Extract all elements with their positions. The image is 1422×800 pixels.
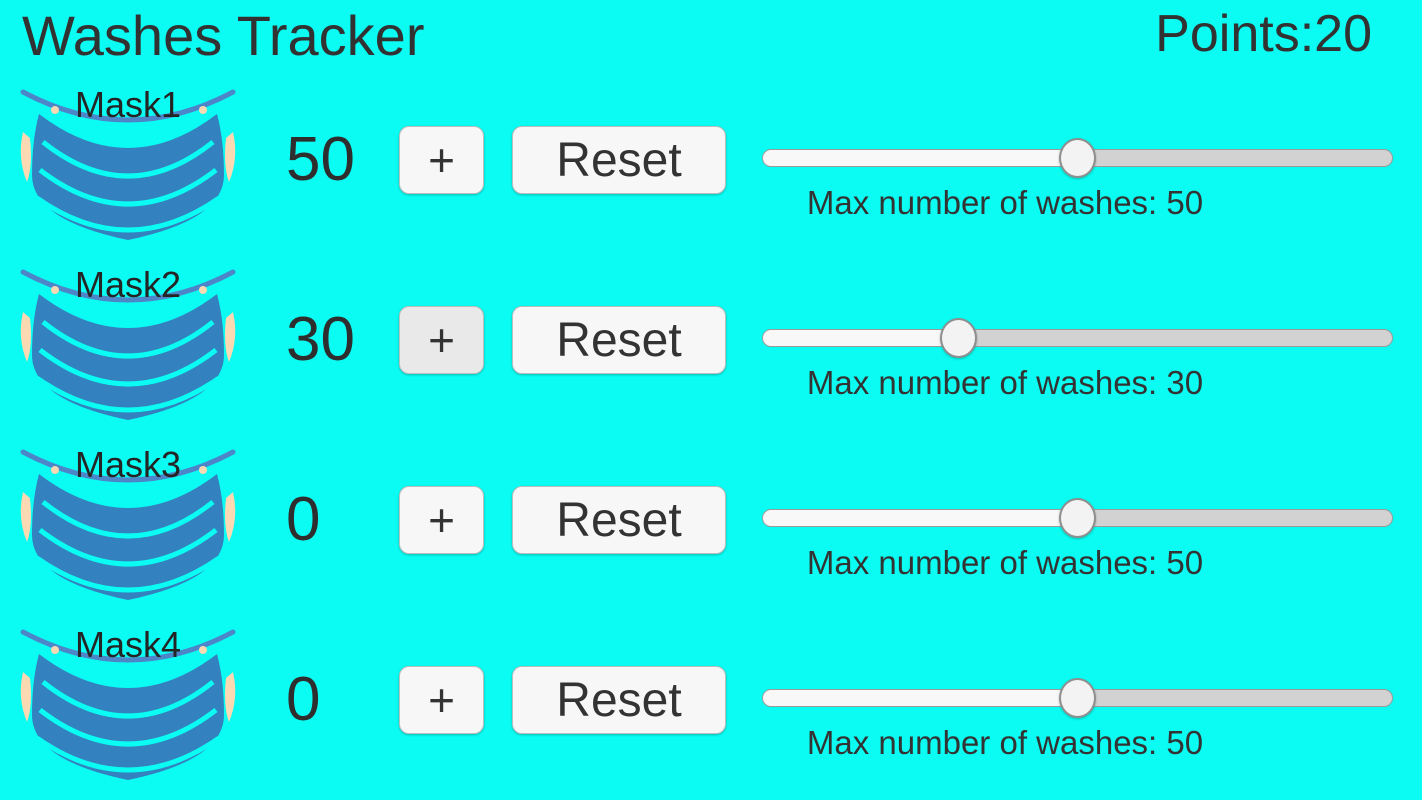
mask-strap-arc — [20, 449, 236, 483]
right-strap-dot — [199, 646, 207, 654]
mask-name-label: Mask2 — [74, 264, 182, 305]
right-ear-shape — [225, 312, 236, 362]
mask-icon: Mask4 — [12, 620, 244, 786]
pleat-line-3 — [35, 195, 221, 233]
max-washes-slider[interactable] — [762, 318, 1393, 358]
slider-thumb[interactable] — [940, 318, 978, 358]
pleat-line-1 — [41, 680, 215, 719]
left-strap-dot — [51, 466, 59, 474]
slider-thumb[interactable] — [1059, 678, 1096, 718]
mask-row: Mask3 0 + Reset Max number of washes: 50 — [0, 438, 1422, 618]
slider-fill — [763, 690, 1078, 706]
mask-strap-arc — [20, 269, 236, 303]
left-ear-shape — [20, 312, 31, 362]
max-washes-label: Max number of washes: 50 — [806, 724, 1204, 761]
slider-track[interactable] — [762, 329, 1393, 347]
face-mask-icon — [20, 269, 236, 420]
mask-name-label: Mask1 — [74, 84, 182, 125]
max-washes-label: Max number of washes: 50 — [806, 184, 1204, 221]
max-washes-slider[interactable] — [762, 498, 1393, 538]
max-washes-slider[interactable] — [762, 138, 1393, 178]
slider-fill — [763, 510, 1078, 526]
pleat-line-2 — [38, 708, 218, 747]
pleat-line-1 — [41, 140, 215, 179]
pleat-line-1 — [41, 320, 215, 359]
right-ear-shape — [225, 132, 236, 182]
pleat-line-3 — [35, 375, 221, 413]
mask-icon: Mask3 — [12, 440, 244, 606]
wash-count: 0 — [286, 485, 321, 554]
wash-count: 50 — [286, 125, 355, 194]
left-strap-dot — [51, 286, 59, 294]
pleat-line-1 — [41, 500, 215, 539]
mask-row: Mask4 0 + Reset Max number of washes: 50 — [0, 618, 1422, 798]
wash-count: 30 — [286, 305, 355, 374]
points-display: Points:20 — [1155, 4, 1372, 64]
right-ear-shape — [225, 492, 236, 542]
mask-row: Mask1 50 + Reset Max number of washes: 5… — [0, 78, 1422, 258]
pleat-line-2 — [38, 348, 218, 387]
mask-list: Mask1 50 + Reset Max number of washes: 5… — [0, 78, 1422, 798]
reset-button[interactable]: Reset — [512, 306, 726, 374]
mask-icon: Mask1 — [12, 80, 244, 246]
left-strap-dot — [51, 646, 59, 654]
left-strap-dot — [51, 106, 59, 114]
face-mask-icon — [20, 449, 236, 600]
face-mask-icon — [20, 89, 236, 240]
right-strap-dot — [199, 466, 207, 474]
pleat-line-2 — [38, 528, 218, 567]
reset-button[interactable]: Reset — [512, 666, 726, 734]
max-washes-label: Max number of washes: 30 — [806, 364, 1204, 401]
mask-strap-arc — [20, 89, 236, 123]
mask-icon: Mask2 — [12, 260, 244, 426]
mask-name-label: Mask3 — [74, 444, 182, 485]
increment-button[interactable]: + — [399, 486, 484, 554]
face-mask-icon — [20, 629, 236, 780]
mask-name-label: Mask4 — [74, 624, 182, 665]
wash-count: 0 — [286, 665, 321, 734]
left-ear-shape — [20, 492, 31, 542]
increment-button[interactable]: + — [399, 126, 484, 194]
left-ear-shape — [20, 132, 31, 182]
right-strap-dot — [199, 286, 207, 294]
increment-button[interactable]: + — [399, 306, 484, 374]
pleat-line-2 — [38, 168, 218, 207]
page-title: Washes Tracker — [22, 4, 425, 67]
points-label: Points: — [1155, 5, 1315, 63]
left-ear-shape — [20, 672, 31, 722]
slider-thumb[interactable] — [1059, 138, 1096, 178]
reset-button[interactable]: Reset — [512, 126, 726, 194]
max-washes-label: Max number of washes: 50 — [806, 544, 1204, 581]
increment-button[interactable]: + — [399, 666, 484, 734]
pleat-line-3 — [35, 555, 221, 593]
mask-strap-arc — [20, 629, 236, 663]
right-strap-dot — [199, 106, 207, 114]
mask-row: Mask2 30 + Reset Max number of washes: 3… — [0, 258, 1422, 438]
slider-fill — [763, 330, 960, 346]
reset-button[interactable]: Reset — [512, 486, 726, 554]
slider-thumb[interactable] — [1059, 498, 1096, 538]
max-washes-slider[interactable] — [762, 678, 1393, 718]
slider-fill — [763, 150, 1078, 166]
points-value: 20 — [1314, 5, 1372, 63]
right-ear-shape — [225, 672, 236, 722]
pleat-line-3 — [35, 735, 221, 773]
